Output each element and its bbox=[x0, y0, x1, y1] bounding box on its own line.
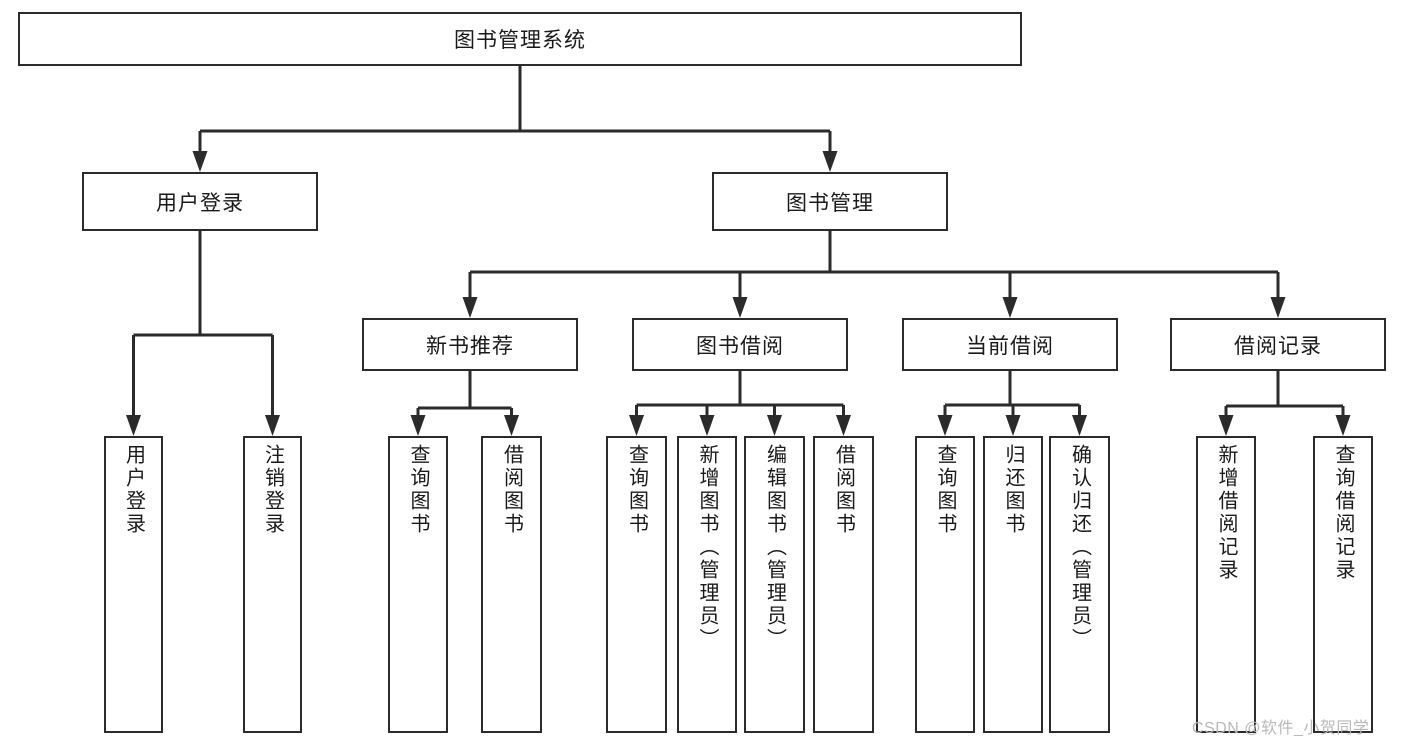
arrowhead bbox=[732, 297, 748, 318]
node-label: 借阅图书 bbox=[832, 444, 855, 536]
arrowhead bbox=[1270, 297, 1286, 318]
node-leaf-bor-2[interactable]: 新增图书（管理员） bbox=[677, 436, 737, 733]
arrowhead bbox=[265, 415, 280, 436]
node-label: 查询借阅记录 bbox=[1332, 444, 1354, 582]
arrowhead bbox=[767, 415, 782, 436]
node-leaf-new-1[interactable]: 查询图书 bbox=[388, 436, 448, 733]
arrowhead bbox=[192, 151, 208, 172]
node-login[interactable]: 用户登录 bbox=[82, 172, 318, 231]
node-label: 当前借阅 bbox=[966, 334, 1054, 358]
node-leaf-bor-1[interactable]: 查询图书 bbox=[606, 436, 667, 733]
node-current[interactable]: 当前借阅 bbox=[902, 318, 1118, 371]
node-label: 用户登录 bbox=[122, 444, 145, 536]
arrowhead bbox=[822, 151, 838, 172]
node-label: 查询图书 bbox=[934, 444, 956, 536]
node-leaf-login-1[interactable]: 用户登录 bbox=[104, 436, 163, 733]
node-label: 新增图书（管理员） bbox=[696, 444, 718, 651]
node-label: 新书推荐 bbox=[426, 334, 514, 358]
node-leaf-cur-1[interactable]: 查询图书 bbox=[915, 436, 975, 733]
node-label: 用户登录 bbox=[156, 191, 244, 215]
node-leaf-cur-2[interactable]: 归还图书 bbox=[983, 436, 1043, 733]
node-leaf-login-2[interactable]: 注销登录 bbox=[243, 436, 302, 733]
arrowhead bbox=[937, 415, 953, 436]
arrowhead bbox=[699, 415, 715, 436]
node-newbook[interactable]: 新书推荐 bbox=[362, 318, 578, 371]
node-leaf-new-2[interactable]: 借阅图书 bbox=[481, 436, 542, 733]
arrowhead bbox=[410, 415, 426, 436]
arrowhead bbox=[1335, 415, 1351, 436]
node-label: 归还图书 bbox=[1002, 444, 1024, 536]
node-leaf-rec-1[interactable]: 新增借阅记录 bbox=[1196, 436, 1256, 733]
node-label: 查询图书 bbox=[625, 444, 648, 536]
node-label: 确认归还（管理员） bbox=[1068, 444, 1091, 651]
node-root[interactable]: 图书管理系统 bbox=[18, 12, 1022, 66]
node-leaf-rec-2[interactable]: 查询借阅记录 bbox=[1313, 436, 1373, 733]
node-label: 新增借阅记录 bbox=[1215, 444, 1237, 582]
node-label: 图书管理 bbox=[786, 191, 874, 215]
node-label: 图书借阅 bbox=[696, 334, 784, 358]
arrowhead bbox=[629, 415, 644, 436]
arrowhead bbox=[462, 297, 478, 318]
node-records[interactable]: 借阅记录 bbox=[1170, 318, 1386, 371]
arrowhead bbox=[1218, 415, 1234, 436]
node-bookmgmt[interactable]: 图书管理 bbox=[712, 172, 948, 231]
arrowhead bbox=[1072, 415, 1087, 436]
node-label: 注销登录 bbox=[261, 444, 284, 536]
node-leaf-cur-3[interactable]: 确认归还（管理员） bbox=[1049, 436, 1110, 733]
node-leaf-bor-3[interactable]: 编辑图书（管理员） bbox=[744, 436, 805, 733]
node-label: 借阅图书 bbox=[500, 444, 523, 536]
node-label: 借阅记录 bbox=[1234, 334, 1322, 358]
node-leaf-bor-4[interactable]: 借阅图书 bbox=[813, 436, 874, 733]
node-label: 图书管理系统 bbox=[454, 29, 586, 52]
node-label: 查询图书 bbox=[407, 444, 429, 536]
arrowhead bbox=[126, 415, 141, 436]
node-label: 编辑图书（管理员） bbox=[763, 444, 786, 651]
arrowhead bbox=[836, 415, 851, 436]
arrowhead bbox=[504, 415, 519, 436]
arrowhead bbox=[1002, 297, 1018, 318]
node-borrow[interactable]: 图书借阅 bbox=[632, 318, 848, 371]
arrowhead bbox=[1005, 415, 1021, 436]
